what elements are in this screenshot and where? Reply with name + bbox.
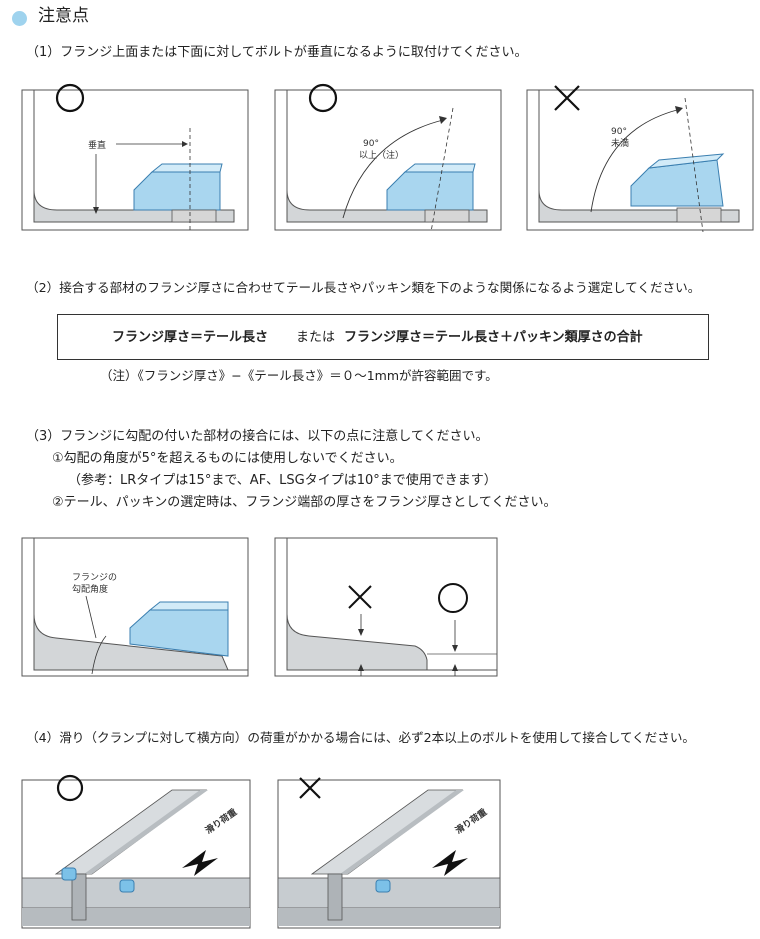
box-right-text: フランジ厚さ＝テール長さ＋パッキン類厚さの合計 <box>344 330 643 345</box>
figure-4a: 滑り荷重 <box>21 774 251 929</box>
fig1b-label-2: 以上（注） <box>359 149 404 161</box>
section-3-reference: （参考：LRタイプは15°まで、AF、LSGタイプは10°まで使用できます） <box>68 473 497 488</box>
ok-mark-icon <box>438 583 468 613</box>
section-2-text: （2）接合する部材のフランジ厚さに合わせてテール長さやパッキン類を下のような関係… <box>26 280 701 295</box>
fig3a-label-1: フランジの <box>72 572 117 583</box>
section-3-item-1: ①勾配の角度が5°を超えるものには使用しないでください。 <box>52 451 403 466</box>
relation-box: フランジ厚さ＝テール長さ または フランジ厚さ＝テール長さ＋パッキン類厚さの合計 <box>57 314 709 360</box>
fig1b-label-1: 90° <box>363 139 379 149</box>
ok-mark-icon <box>308 83 338 113</box>
section-3-item-2: ②テール、パッキンの選定時は、フランジ端部の厚さをフランジ厚さとしてください。 <box>52 495 557 510</box>
fig1c-label-2: 未満 <box>611 137 629 149</box>
ng-mark-icon <box>299 777 321 799</box>
load-arrow-icon <box>432 850 468 876</box>
load-arrow-icon <box>182 850 218 876</box>
section-3-text: （3）フランジに勾配の付いた部材の接合には、以下の点に注意してください。 <box>26 429 489 444</box>
section-4-text: （4）滑り（クランプに対して横方向）の荷重がかかる場合には、必ず2本以上のボルト… <box>26 730 696 745</box>
section-2-note: （注）《フランジ厚さ》−《テール長さ》＝０〜1mmが許容範囲です。 <box>100 368 498 383</box>
fig3a-label-2: 勾配角度 <box>72 583 108 595</box>
figure-1a: 垂直 <box>21 83 249 232</box>
fig1c-label-1: 90° <box>611 127 627 137</box>
box-mid-text: または <box>296 330 336 345</box>
figure-3a: フランジの 勾配角度 <box>21 537 249 677</box>
fig1a-label: 垂直 <box>88 139 106 151</box>
ng-mark-icon <box>348 585 372 609</box>
figure-1c: 90° 未満 <box>526 85 754 233</box>
ok-mark-icon <box>56 774 84 802</box>
figure-1b: 90° 以上（注） <box>274 83 502 233</box>
page-title: 注意点 <box>38 6 89 26</box>
figure-3b <box>274 537 498 677</box>
box-left-text: フランジ厚さ＝テール長さ <box>112 330 269 345</box>
section-1-text: （1）フランジ上面または下面に対してボルトが垂直になるように取付けてください。 <box>26 45 528 60</box>
title-bullet-icon <box>12 11 27 26</box>
ok-mark-icon <box>55 83 85 113</box>
ng-mark-icon <box>554 85 580 111</box>
figure-4b: 滑り荷重 <box>277 777 501 929</box>
